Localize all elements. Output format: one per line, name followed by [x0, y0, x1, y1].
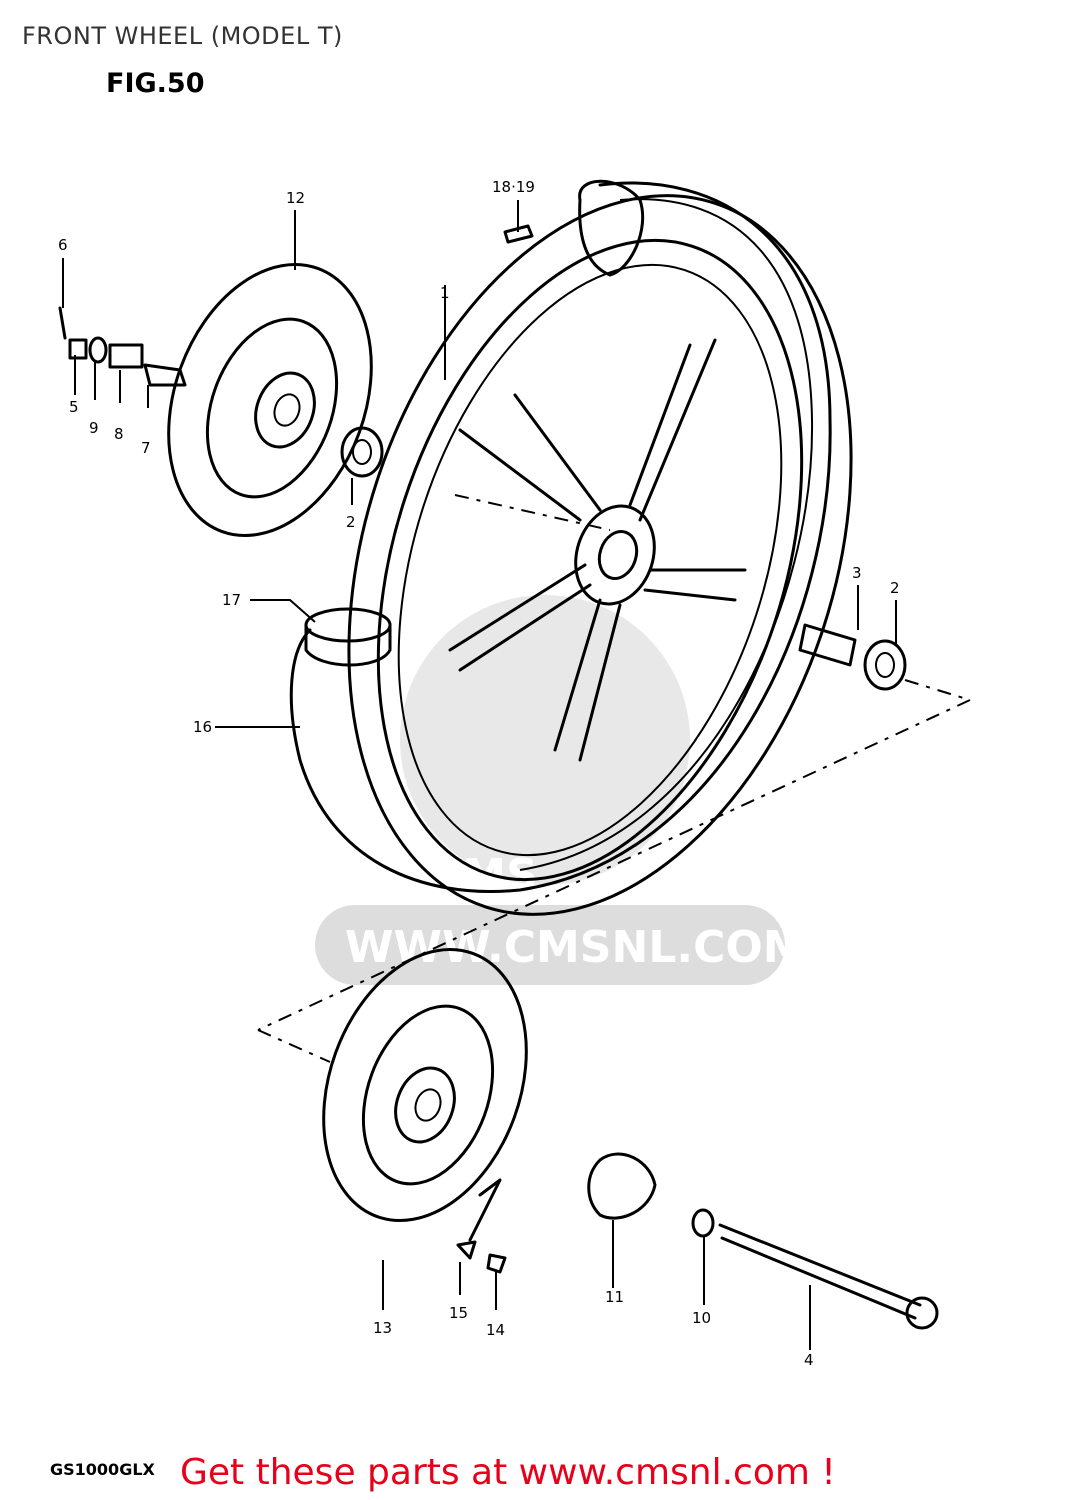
callout-3: 3	[852, 564, 862, 582]
callout-14: 14	[486, 1321, 505, 1339]
alignment-lines	[257, 494, 971, 1063]
callout-9: 9	[89, 419, 99, 437]
callout-7: 7	[141, 439, 151, 457]
callout-11: 11	[605, 1288, 624, 1306]
watermark-url: WWW.CMSNL.COM	[345, 922, 807, 973]
callout-17: 17	[222, 591, 241, 609]
callout-2-right: 2	[890, 579, 900, 597]
page-title: FRONT WHEEL (MODEL T)	[22, 22, 343, 50]
callout-12: 12	[286, 189, 305, 207]
brake-disc-lower	[322, 947, 528, 1242]
figure-number: FIG.50	[106, 68, 205, 99]
watermark-logo: CMS WWW.CMSNL.COM	[315, 595, 807, 985]
front-wheel	[289, 179, 853, 916]
callout-8: 8	[114, 425, 124, 443]
callout-10: 10	[692, 1309, 711, 1327]
small-parts	[58, 224, 939, 1330]
callout-16: 16	[193, 718, 212, 736]
watermark-logo-text: CMS	[430, 850, 538, 901]
model-code: GS1000GLX	[50, 1460, 155, 1479]
promo-link[interactable]: Get these parts at www.cmsnl.com !	[180, 1452, 836, 1493]
callout-2-upper: 2	[346, 513, 356, 531]
callout-1: 1	[440, 284, 450, 302]
callout-6: 6	[58, 236, 68, 254]
callout-18-19: 18·19	[492, 178, 535, 196]
callout-labels: 12 18·19 1 6 5 9 8 7 2 17 16 3 2 13 15 1…	[58, 178, 900, 1369]
callout-15: 15	[449, 1304, 468, 1322]
leader-lines	[62, 200, 897, 1350]
callout-13: 13	[373, 1319, 392, 1337]
callout-4: 4	[804, 1351, 814, 1369]
callout-5: 5	[69, 398, 79, 416]
brake-disc-upper	[167, 262, 373, 538]
